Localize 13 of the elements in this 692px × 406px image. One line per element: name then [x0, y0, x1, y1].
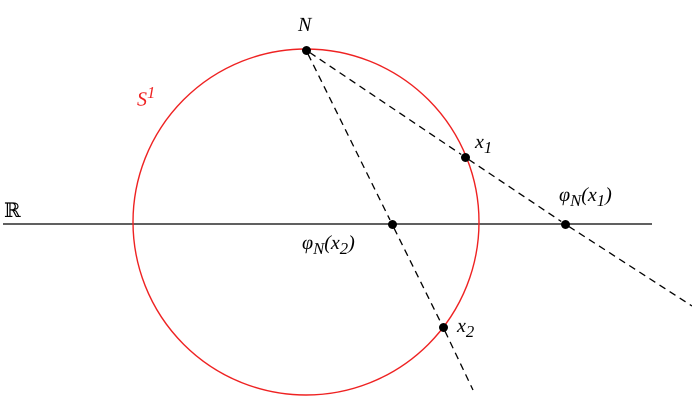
- dashed-line: [568, 226, 692, 307]
- dashed-line: [307, 54, 391, 220]
- point-label: x$_{1}$: [475, 131, 492, 159]
- dashed-line: [309, 52, 462, 156]
- point-label: x$_{2}$: [457, 315, 474, 343]
- dashed-line: [393, 228, 442, 324]
- point-label: φ$_{N}$(x$_{2}$): [302, 232, 355, 260]
- point-label: φ$_{N}$(x$_{1}$): [559, 184, 612, 212]
- axis-label: ℝ: [4, 200, 21, 222]
- circle-label: S$^{1}$: [137, 82, 156, 111]
- dashed-line: [468, 158, 562, 222]
- dashed-line: [444, 330, 474, 390]
- point-label: N: [298, 14, 312, 36]
